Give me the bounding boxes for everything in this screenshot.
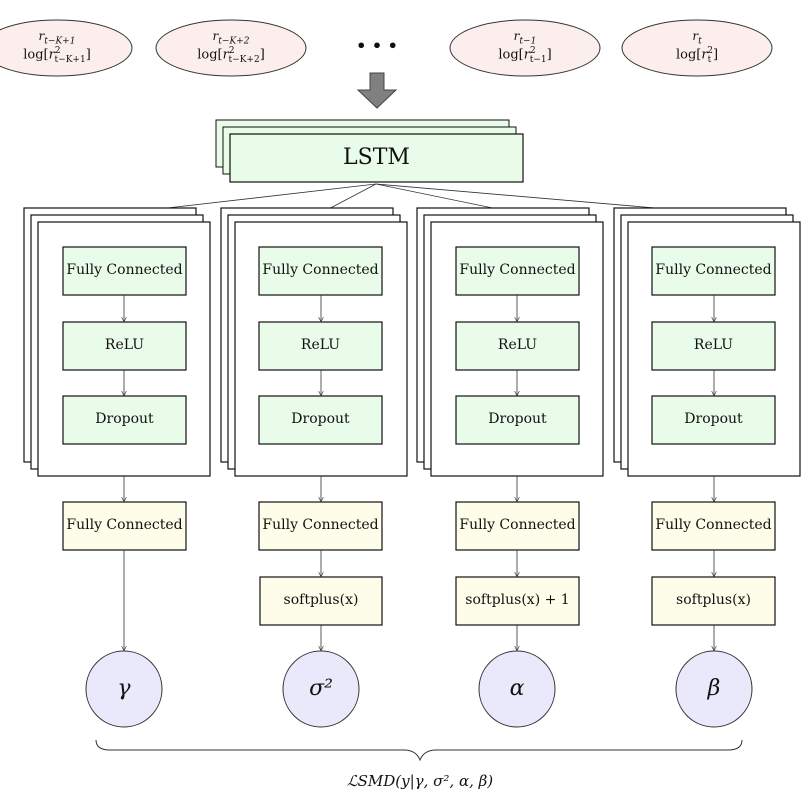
col4-dropout-label: Dropout — [684, 411, 743, 428]
head3-fc-label: Fully Connected — [459, 517, 576, 534]
col3-fc-label: Fully Connected — [459, 262, 576, 279]
output-beta: β — [707, 675, 721, 701]
head3-activation-label: softplus(x) + 1 — [465, 592, 570, 609]
col1-fc-label: Fully Connected — [66, 262, 183, 279]
head4-fc-label: Fully Connected — [655, 517, 772, 534]
input-node-3 — [449, 19, 601, 77]
head2-activation-label: softplus(x) — [283, 592, 359, 609]
input-node-2 — [155, 19, 307, 77]
input-label-3: rt−1 log[r2t−1] — [450, 28, 600, 68]
input-node-4 — [621, 19, 773, 77]
head2-fc-label: Fully Connected — [262, 517, 379, 534]
output-alpha: α — [509, 675, 525, 701]
input-label-4: rt log[rt2] — [622, 28, 772, 68]
col1-dropout-label: Dropout — [95, 411, 154, 428]
flow-arrows — [124, 295, 714, 650]
col2-relu-label: ReLU — [300, 337, 341, 354]
input-label-2: rt−K+2 log[r2t−K+2] — [156, 28, 306, 68]
input-top-3: rt−1 — [513, 28, 537, 47]
output-gamma: γ — [117, 675, 131, 701]
input-label-1: rt−K+1 log[r2t−K+1] — [0, 28, 132, 68]
col3-relu-label: ReLU — [497, 337, 538, 354]
input-top-1: rt−K+1 — [38, 28, 76, 47]
col1-relu-label: ReLU — [104, 337, 145, 354]
lstm-box — [229, 133, 524, 183]
loss-label: ℒSMD(y|γ, σ², α, β) — [346, 771, 494, 790]
head4-activation-label: softplus(x) — [676, 592, 751, 609]
col2-fc-label: Fully Connected — [262, 262, 379, 279]
input-top-2: rt−K+2 — [212, 28, 250, 47]
col4-relu-label: ReLU — [693, 337, 734, 354]
input-ellipsis: • • • — [356, 36, 398, 56]
input-bottom-3: log[r2t−1] — [498, 46, 552, 66]
head-act-boxes — [259, 576, 776, 626]
loss-brace — [95, 739, 743, 762]
col2-dropout-label: Dropout — [291, 411, 350, 428]
col3-dropout-label: Dropout — [488, 411, 547, 428]
input-bottom-4: log[rt2] — [675, 46, 719, 66]
head-fc-boxes — [62, 501, 776, 551]
lstm-label: LSTM — [343, 144, 410, 170]
input-bottom-2: log[r2t−K+2] — [197, 46, 265, 66]
down-arrow-icon — [356, 72, 398, 109]
head1-fc-label: Fully Connected — [66, 517, 183, 534]
input-node-1 — [0, 19, 133, 77]
col4-fc-label: Fully Connected — [655, 262, 772, 279]
output-circles — [85, 650, 753, 728]
input-bottom-1: log[r2t−K+1] — [23, 46, 91, 66]
input-top-4: rt — [692, 28, 702, 47]
output-sigma-squared: σ² — [309, 675, 333, 701]
inner-green-boxes — [62, 246, 776, 445]
